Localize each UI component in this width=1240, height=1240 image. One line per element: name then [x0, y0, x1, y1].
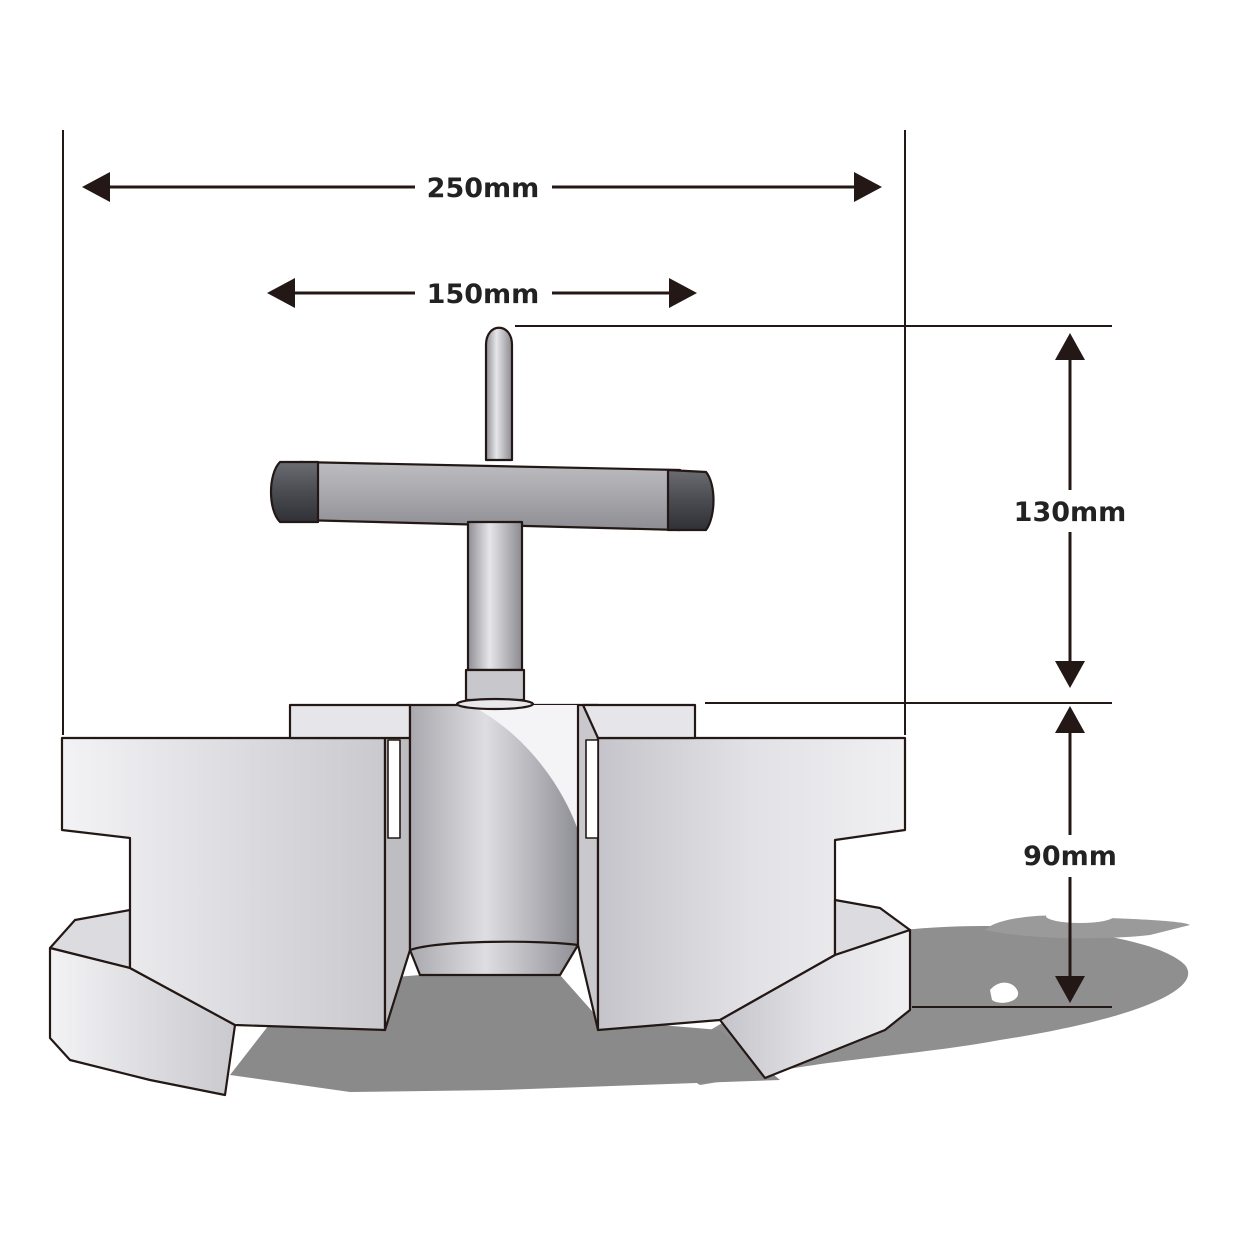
arrowhead-icon [854, 172, 882, 202]
dimension-handle-height: 130mm [1014, 333, 1127, 688]
arrowhead-icon [267, 278, 295, 308]
extension-lines [62, 130, 1112, 1008]
clamp-base [48, 703, 912, 1097]
dimension-overall-width: 250mm [82, 172, 882, 204]
arrowhead-icon [1055, 976, 1085, 1003]
dimension-label-base-height: 90mm [1023, 841, 1117, 872]
dimension-label-handle-height: 130mm [1014, 497, 1127, 528]
dimension-handle-width: 150mm [267, 278, 697, 310]
clamp-handle [270, 326, 715, 711]
arrowhead-icon [1055, 706, 1085, 733]
dimension-label-overall-width: 250mm [427, 173, 540, 204]
arrowhead-icon [669, 278, 697, 308]
arrowhead-icon [1055, 333, 1085, 360]
dimension-base-height: 90mm [1023, 706, 1117, 1003]
arrowhead-icon [82, 172, 110, 202]
arrowhead-icon [1055, 661, 1085, 688]
dimension-label-handle-width: 150mm [427, 279, 540, 310]
